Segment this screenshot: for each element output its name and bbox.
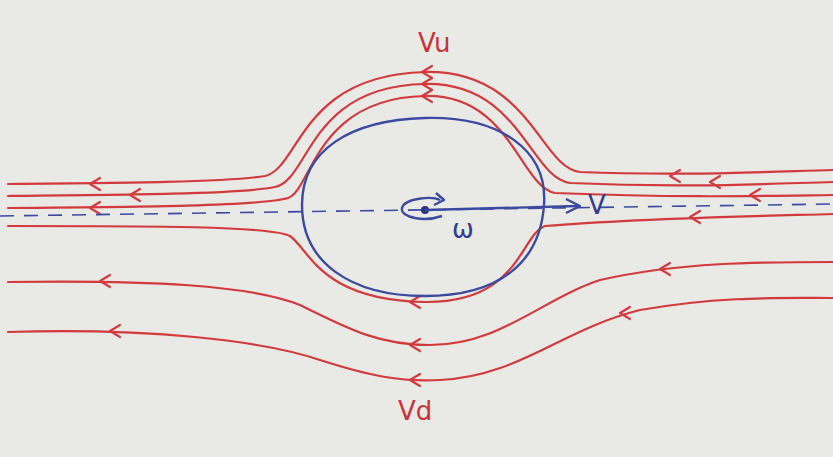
velocity-arrowhead [566,199,580,213]
ball-velocity-label: V [588,192,606,218]
axis-dashed-line [0,204,833,216]
streamlines [8,72,833,380]
streamline [8,96,833,208]
upper-velocity-label: Vu [418,30,451,56]
flow-arrowheads [90,66,760,386]
velocity-arrow [425,206,578,210]
streamline [8,72,833,184]
streamline [8,84,833,196]
rotation-arrowhead [434,193,444,205]
lower-velocity-label: Vd [398,398,432,424]
rotation-arrow [402,198,442,219]
streamline [8,298,833,380]
streamline [8,214,833,302]
angular-velocity-label: ω [452,216,474,242]
